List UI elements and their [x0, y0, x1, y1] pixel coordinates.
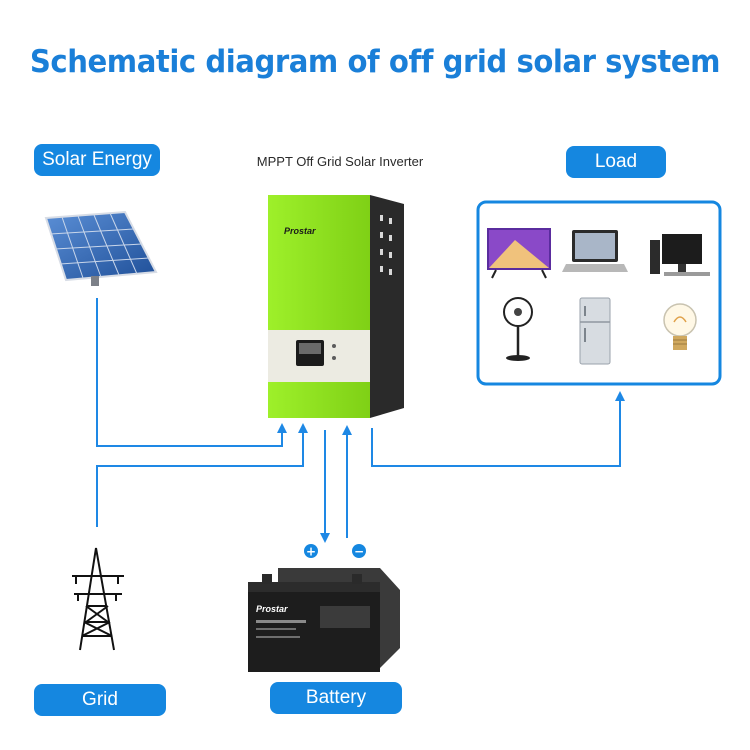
- diagram-title: Schematic diagram of off grid solar syst…: [29, 44, 721, 80]
- connection-lines: [96, 298, 625, 543]
- desktop-pc-icon: [650, 234, 710, 276]
- battery-brand: Prostar: [256, 604, 288, 614]
- fridge-icon: [579, 297, 611, 365]
- inverter-icon: Prostar: [268, 195, 404, 418]
- battery-negative-icon: −: [352, 544, 366, 559]
- solar-to-inverter-line: [96, 298, 287, 447]
- fan-icon: [503, 297, 533, 361]
- tv-icon: [487, 228, 551, 279]
- battery-icon: Prostar: [248, 568, 400, 672]
- solar-panel-icon: [44, 210, 158, 286]
- grid-tower-icon: [72, 547, 124, 651]
- inverter-brand: Prostar: [284, 226, 316, 236]
- positive-symbol: +: [306, 545, 316, 559]
- bulb-icon: [663, 303, 697, 350]
- load-label: Load: [566, 146, 666, 178]
- inverter-to-load-line: [371, 391, 625, 467]
- solar-energy-label: Solar Energy: [34, 144, 160, 176]
- grid-to-inverter-line: [96, 423, 308, 527]
- negative-symbol: −: [354, 545, 364, 559]
- laptop-icon: [562, 230, 628, 272]
- inverter-caption: MPPT Off Grid Solar Inverter: [256, 154, 424, 169]
- battery-positive-icon: +: [304, 544, 318, 559]
- grid-label: Grid: [34, 684, 166, 716]
- battery-label: Battery: [270, 682, 402, 714]
